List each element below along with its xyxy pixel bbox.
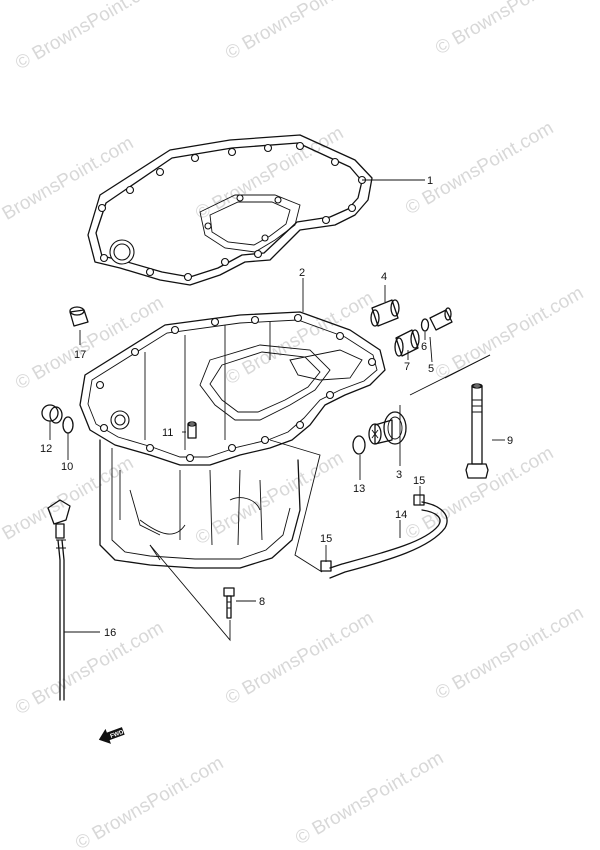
watermark: © BrownsPoint.com xyxy=(292,748,447,850)
clip-part-15-lower xyxy=(320,560,332,572)
watermark: © BrownsPoint.com xyxy=(432,283,587,385)
washer-part-10 xyxy=(62,416,74,434)
callout-16: 16 xyxy=(104,627,116,639)
callout-15b: 15 xyxy=(320,533,332,545)
watermark: © BrownsPoint.com xyxy=(402,443,557,545)
sleeve-part-7 xyxy=(394,329,420,357)
watermark: © BrownsPoint.com xyxy=(12,0,167,74)
watermark: © BrownsPoint.com xyxy=(12,293,167,395)
callout-10: 10 xyxy=(61,461,73,473)
callout-15a: 15 xyxy=(413,475,425,487)
oil-pan-part-2 xyxy=(79,311,386,569)
callout-2: 2 xyxy=(299,267,305,279)
plug-part-4 xyxy=(370,299,400,327)
watermark: © BrownsPoint.com xyxy=(432,603,587,705)
callout-3: 3 xyxy=(396,469,402,481)
gasket-part-1 xyxy=(87,134,373,286)
callout-13: 13 xyxy=(353,483,365,495)
callout-17: 17 xyxy=(74,349,86,361)
oring-part-6 xyxy=(420,318,430,332)
watermark: © BrownsPoint.com xyxy=(72,753,227,850)
watermark: © BrownsPoint.com xyxy=(222,288,377,390)
watermark: © BrownsPoint.com xyxy=(222,608,377,710)
leader-lines xyxy=(49,179,505,642)
callout-6: 6 xyxy=(421,341,427,353)
bolt-part-17 xyxy=(69,306,89,327)
oring-part-13 xyxy=(352,435,366,455)
callout-8: 8 xyxy=(259,596,265,608)
callout-14: 14 xyxy=(395,509,407,521)
watermark: © BrownsPoint.com xyxy=(12,618,167,720)
sensor-part-5 xyxy=(429,307,453,331)
callout-12: 12 xyxy=(40,443,52,455)
clip-part-15-upper xyxy=(413,494,425,506)
callout-4: 4 xyxy=(381,271,387,283)
callout-7: 7 xyxy=(404,361,410,373)
callout-1: 1 xyxy=(427,175,433,187)
direction-label: FWD xyxy=(110,729,126,740)
callout-9: 9 xyxy=(507,435,513,447)
callout-5: 5 xyxy=(428,363,434,375)
watermark: © BrownsPoint.com xyxy=(192,123,347,225)
callout-11: 11 xyxy=(162,427,173,439)
dowel-part-11 xyxy=(187,421,197,439)
watermark: © BrownsPoint.com xyxy=(402,118,557,220)
dipstick-part-16 xyxy=(47,499,71,701)
watermark: © BrownsPoint.com xyxy=(432,0,587,59)
drain-plug-part-12 xyxy=(41,404,63,424)
forward-arrow-icon: FWD xyxy=(98,727,126,744)
bolt-part-8 xyxy=(223,587,235,619)
watermark: © BrownsPoint.com xyxy=(222,0,377,64)
callout-labels: 1 2 3 4 5 6 7 8 9 10 11 12 13 14 15 15 1… xyxy=(40,175,513,639)
hose-part-14 xyxy=(329,501,448,579)
bolt-part-9 xyxy=(465,383,489,479)
plug-part-3 xyxy=(368,411,407,445)
watermark: © BrownsPoint.com xyxy=(0,133,137,235)
